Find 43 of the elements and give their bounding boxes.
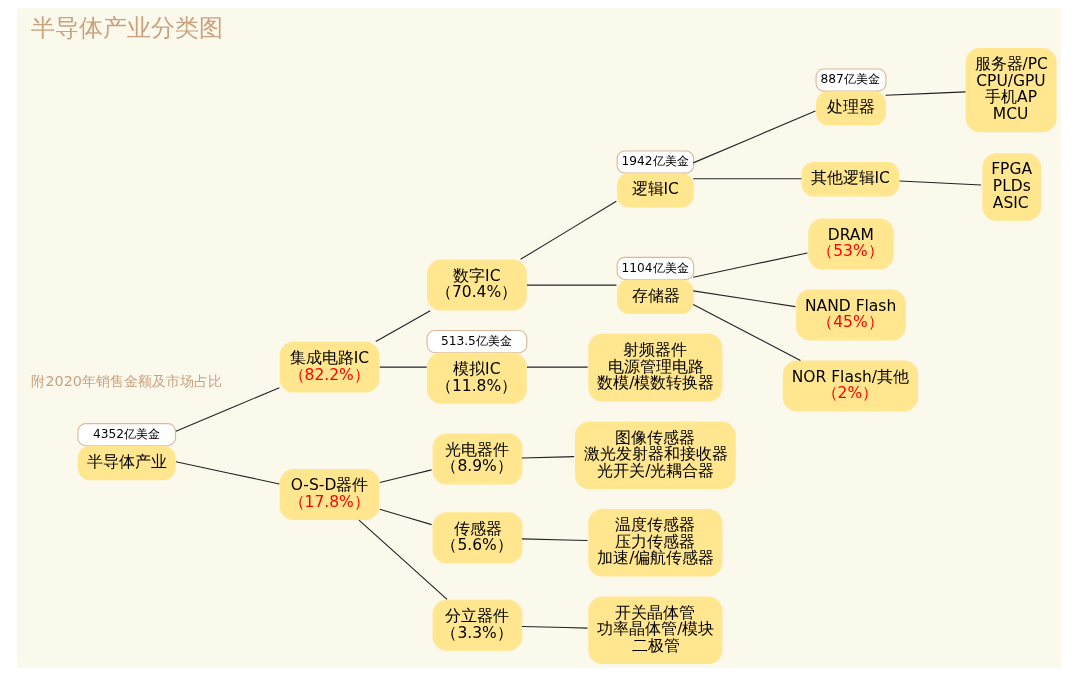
- node-box: 射频器件 电源管理电路 数模/模数转换器: [587, 333, 722, 402]
- node-box: 服务器/PC CPU/GPU 手机AP MCU: [965, 47, 1057, 133]
- connector: [520, 456, 575, 459]
- node-label: 4352亿美金: [92, 426, 160, 441]
- node-label: 513.5亿美金: [440, 333, 512, 348]
- node-box: 集成电路IC （82.2%）: [279, 341, 379, 393]
- label: 附2020年销售金额及市场占比: [30, 373, 222, 390]
- node-box: 开关晶体管 功率晶体管/模块 二极管: [587, 596, 722, 665]
- node-box: FPGA PLDs ASIC: [981, 153, 1041, 221]
- connector: [174, 387, 280, 432]
- node-box: DRAM （53%）: [807, 218, 894, 270]
- connector: [374, 310, 431, 343]
- connector: [692, 178, 802, 180]
- connector: [898, 180, 982, 186]
- node-label: 1942亿美金: [621, 154, 689, 169]
- node-box: 图像传感器 激光发射器和接收器 光开关/光耦合器: [574, 421, 736, 489]
- connector: [692, 110, 816, 164]
- node-box: NAND Flash （45%）: [795, 289, 906, 341]
- node-box: NOR Flash/其他 （2%）: [782, 360, 918, 412]
- node-box: 分立器件 （3.3%）: [432, 599, 522, 651]
- connector: [525, 284, 617, 286]
- connector: [520, 538, 588, 542]
- connector: [378, 366, 427, 368]
- connector: [692, 290, 796, 308]
- node-label: 1104亿美金: [621, 260, 689, 275]
- connector: [378, 508, 432, 526]
- connector: [357, 519, 448, 600]
- connector: [519, 200, 617, 260]
- node-box: 光电器件 （8.9%）: [432, 433, 522, 485]
- node-box: 其他逻辑IC: [801, 162, 899, 197]
- connector: [692, 252, 808, 278]
- diagram-title: 半导体产业分类图: [30, 13, 223, 43]
- node-box: 温度传感器 压力传感器 加速/偏航传感器: [587, 508, 722, 577]
- node-box: 传感器 （5.6%）: [432, 512, 522, 564]
- node-box: 数字IC （70.4%）: [426, 259, 527, 311]
- connector: [378, 469, 432, 484]
- node-label: 887亿美金: [820, 72, 880, 87]
- connector: [884, 91, 966, 96]
- connector: [174, 461, 280, 485]
- connector: [692, 303, 801, 361]
- connector: [520, 625, 588, 629]
- node-box: O-S-D器件 （17.8%）: [279, 469, 379, 521]
- connector: [525, 366, 588, 368]
